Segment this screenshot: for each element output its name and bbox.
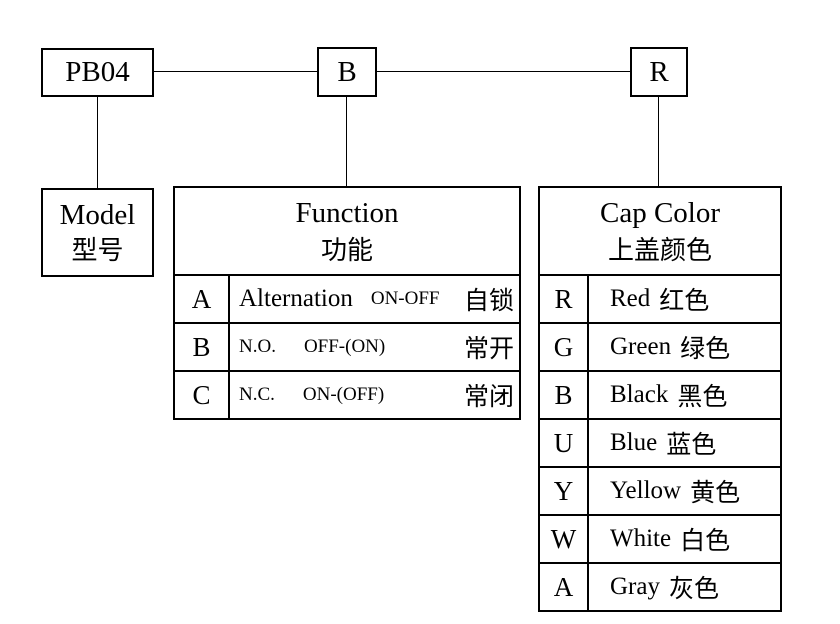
cap-color-row-b-en: Black bbox=[610, 381, 669, 408]
function-header-en: Function bbox=[295, 196, 399, 229]
cap-color-row-b-code: B bbox=[540, 372, 589, 418]
cap-color-row-w-code: W bbox=[540, 516, 589, 562]
function-row-b-content: N.O. OFF-(ON) 常开 bbox=[230, 324, 519, 370]
cap-color-row-y: Y Yellow 黄色 bbox=[540, 466, 780, 514]
function-row-a-code: A bbox=[175, 276, 230, 322]
connector-line-pb04-to-b bbox=[154, 71, 317, 72]
function-row-a-zh: 自锁 bbox=[463, 288, 514, 315]
function-row-c: C N.C. ON-(OFF) 常闭 bbox=[175, 370, 519, 418]
function-row-c-content: N.C. ON-(OFF) 常闭 bbox=[230, 372, 519, 418]
cap-color-row-g: G Green 绿色 bbox=[540, 322, 780, 370]
cap-color-row-b-content: Black 黑色 bbox=[589, 372, 780, 418]
cap-color-row-a-content: Gray 灰色 bbox=[589, 564, 780, 610]
cap-color-row-b-zh: 黑色 bbox=[677, 384, 728, 411]
color-code-label: R bbox=[649, 55, 669, 88]
model-label-en: Model bbox=[59, 198, 136, 231]
cap-color-row-a-zh: 灰色 bbox=[668, 576, 719, 603]
function-row-a: A Alternation ON-OFF 自锁 bbox=[175, 274, 519, 322]
color-code-box: R bbox=[630, 47, 688, 97]
cap-color-row-y-zh: 黄色 bbox=[690, 480, 741, 507]
cap-color-row-u-en: Blue bbox=[610, 429, 658, 456]
function-header-zh: 功能 bbox=[320, 236, 373, 266]
model-legend-box: Model 型号 bbox=[41, 188, 154, 277]
cap-color-row-y-code: Y bbox=[540, 468, 589, 514]
cap-color-row-w-content: White 白色 bbox=[589, 516, 780, 562]
cap-color-row-u-code: U bbox=[540, 420, 589, 466]
function-row-b-desc: N.O. bbox=[239, 336, 276, 357]
function-code-label: B bbox=[337, 55, 357, 88]
cap-color-row-g-code: G bbox=[540, 324, 589, 370]
cap-color-table: Cap Color 上盖颜色 R Red 红色 G Green 绿色 B Bla… bbox=[538, 186, 782, 612]
cap-color-row-r: R Red 红色 bbox=[540, 274, 780, 322]
cap-color-row-w-zh: 白色 bbox=[680, 528, 731, 555]
cap-color-row-a-en: Gray bbox=[610, 573, 660, 600]
cap-color-header-zh: 上盖颜色 bbox=[607, 236, 712, 266]
cap-color-row-u-content: Blue 蓝色 bbox=[589, 420, 780, 466]
function-table-header: Function 功能 bbox=[175, 188, 519, 274]
cap-color-row-r-en: Red bbox=[610, 285, 651, 312]
function-row-b-mode: OFF-(ON) bbox=[303, 336, 386, 357]
cap-color-row-a: A Gray 灰色 bbox=[540, 562, 780, 610]
function-row-c-desc: N.C. bbox=[239, 384, 275, 405]
function-table: Function 功能 A Alternation ON-OFF 自锁 B N.… bbox=[173, 186, 521, 420]
function-row-c-zh: 常闭 bbox=[463, 384, 514, 411]
cap-color-row-r-content: Red 红色 bbox=[589, 276, 780, 322]
function-row-b: B N.O. OFF-(ON) 常开 bbox=[175, 322, 519, 370]
connector-line-b-to-function bbox=[346, 97, 347, 186]
cap-color-row-g-en: Green bbox=[610, 333, 672, 360]
function-row-a-content: Alternation ON-OFF 自锁 bbox=[230, 276, 519, 322]
function-code-box: B bbox=[317, 47, 377, 97]
cap-color-row-a-code: A bbox=[540, 564, 589, 610]
function-row-b-zh: 常开 bbox=[463, 336, 514, 363]
function-row-c-code: C bbox=[175, 372, 230, 418]
cap-color-row-g-zh: 绿色 bbox=[680, 336, 731, 363]
connector-line-pb04-to-model bbox=[97, 97, 98, 188]
cap-color-row-y-en: Yellow bbox=[610, 477, 682, 504]
cap-color-row-r-zh: 红色 bbox=[659, 288, 710, 315]
cap-color-row-y-content: Yellow 黄色 bbox=[589, 468, 780, 514]
cap-color-row-u: U Blue 蓝色 bbox=[540, 418, 780, 466]
model-code-label: PB04 bbox=[65, 56, 130, 88]
model-label-zh: 型号 bbox=[71, 236, 124, 266]
connector-line-r-to-capcolor bbox=[658, 97, 659, 186]
cap-color-row-w-en: White bbox=[610, 525, 672, 552]
model-code-box: PB04 bbox=[41, 48, 154, 97]
cap-color-header-en: Cap Color bbox=[599, 196, 721, 229]
cap-color-table-header: Cap Color 上盖颜色 bbox=[540, 188, 780, 274]
cap-color-row-b: B Black 黑色 bbox=[540, 370, 780, 418]
cap-color-row-g-content: Green 绿色 bbox=[589, 324, 780, 370]
function-row-b-code: B bbox=[175, 324, 230, 370]
function-row-c-mode: ON-(OFF) bbox=[302, 384, 385, 405]
cap-color-row-r-code: R bbox=[540, 276, 589, 322]
cap-color-row-u-zh: 蓝色 bbox=[666, 432, 717, 459]
cap-color-row-w: W White 白色 bbox=[540, 514, 780, 562]
connector-line-b-to-r bbox=[377, 71, 630, 72]
function-row-a-desc: Alternation bbox=[239, 285, 353, 312]
function-row-a-mode: ON-OFF bbox=[370, 288, 440, 309]
